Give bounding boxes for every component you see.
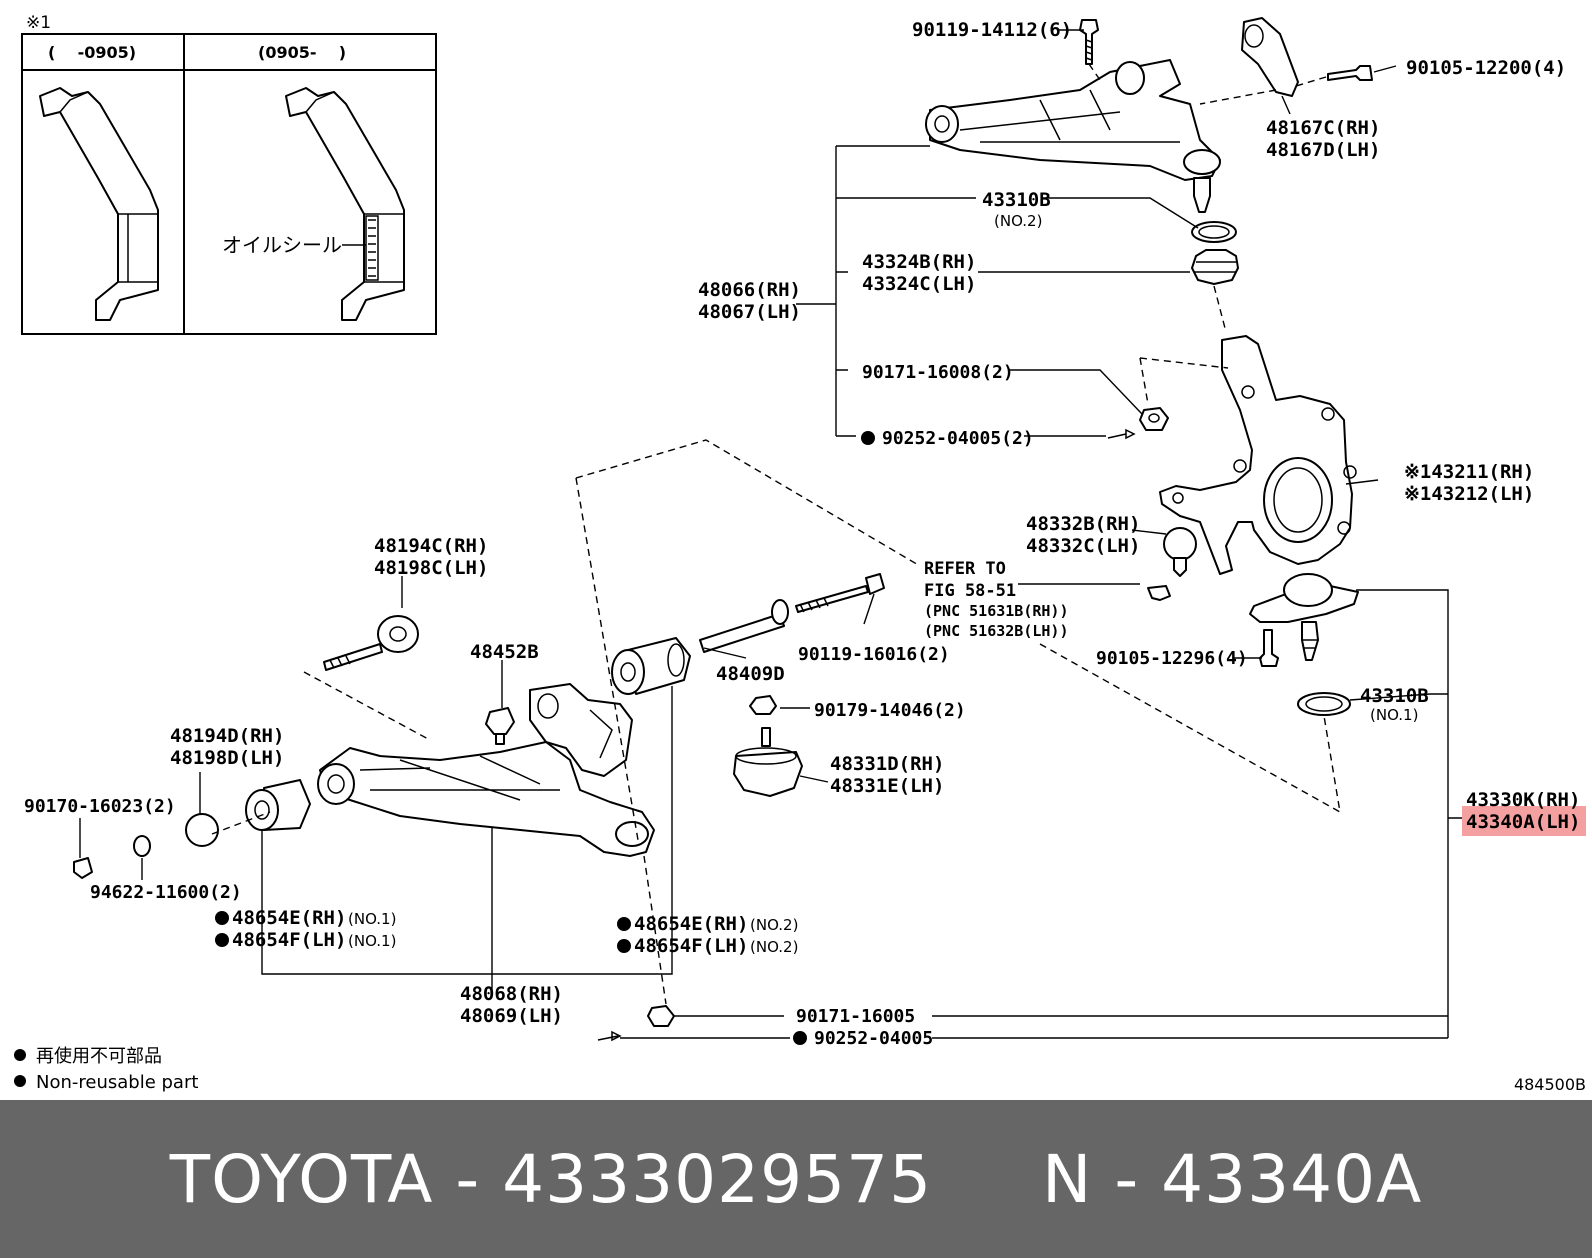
bolt-90105-12200-icon [1327, 65, 1373, 81]
label-48194d[interactable]: 48194D(RH) [170, 725, 284, 747]
label-48654e-no1[interactable]: 48654E(RH) [232, 907, 346, 929]
label-43310b-bot-no: (NO.1) [1370, 706, 1418, 724]
label-48167d[interactable]: 48167D(LH) [1266, 139, 1380, 161]
non-reusable-dot [861, 431, 875, 445]
label-90171-16008[interactable]: 90171-16008(2) [862, 362, 1014, 383]
cotter-pin-bottom-icon [597, 1030, 622, 1042]
bracket-48167c-icon [1241, 17, 1299, 97]
label-48331d[interactable]: 48331D(RH) [830, 753, 944, 775]
non-reusable-dot [215, 933, 229, 947]
label-43324c[interactable]: 43324C(LH) [862, 273, 976, 295]
bushing-no1-icon [245, 779, 311, 831]
label-48067[interactable]: 48067(LH) [698, 301, 801, 323]
cam-bolt-48194c-icon [323, 615, 419, 671]
non-reusable-dot [617, 917, 631, 931]
oil-seal-label: オイルシール [222, 233, 342, 257]
legend-jp: 再使用不可部品 [36, 1046, 162, 1067]
label-48332c[interactable]: 48332C(LH) [1026, 535, 1140, 557]
non-reusable-dot [215, 911, 229, 925]
label-48452b[interactable]: 48452B [470, 641, 539, 663]
refer-line-2[interactable]: FIG 58-51 [924, 581, 1016, 601]
label-no2-b: (NO.2) [750, 938, 798, 956]
label-43310b-top[interactable]: 43310B [982, 189, 1051, 211]
bolt-90105-12296-icon [1259, 629, 1279, 667]
label-43212[interactable]: ※143212(LH) [1404, 483, 1534, 505]
label-48194c[interactable]: 48194C(RH) [374, 535, 488, 557]
label-no1-a: (NO.1) [348, 910, 396, 928]
label-48654f-no1[interactable]: 48654F(LH) [232, 929, 346, 951]
bolt-90119-16016-icon [795, 573, 885, 613]
label-94622-11600[interactable]: 94622-11600(2) [90, 882, 242, 903]
label-48409d[interactable]: 48409D [716, 663, 785, 685]
label-48068[interactable]: 48068(RH) [460, 983, 563, 1005]
refer-line-3: (PNC 51631B(RH)) [924, 602, 1069, 620]
inset-left-header: ( -0905) [48, 43, 136, 62]
refer-line-1[interactable]: REFER TO [924, 559, 1006, 579]
highlight-43340a [1462, 806, 1586, 836]
legend-en: Non-reusable part [36, 1072, 198, 1093]
refer-line-4: (PNC 51632B(LH)) [924, 622, 1069, 640]
label-43340a[interactable]: 43340A(LH) [1466, 811, 1580, 833]
inset-panel: ※1 ( -0905) (0905- ) オイルシール [21, 13, 437, 335]
dust-boot-icon [1191, 249, 1239, 285]
nut-90170-16023-icon [73, 857, 93, 879]
bolt-90119-14112-icon [1079, 19, 1099, 65]
label-90171-16005[interactable]: 90171-16005 [796, 1006, 915, 1027]
nut-90171-16008-icon [1139, 407, 1169, 431]
label-48167c[interactable]: 48167C(RH) [1266, 117, 1380, 139]
cam-plate-48194d-icon [185, 813, 219, 847]
figure-id: 484500B [1514, 1075, 1586, 1094]
non-reusable-dot [793, 1031, 807, 1045]
non-reusable-dot [617, 939, 631, 953]
lower-control-arm-icon [317, 683, 655, 857]
label-90179-14046[interactable]: 90179-14046(2) [814, 700, 966, 721]
label-no1-b: (NO.1) [348, 932, 396, 950]
bump-stop-48331d-icon [733, 727, 803, 797]
washer-94622-icon [133, 835, 151, 857]
label-48198d[interactable]: 48198D(LH) [170, 747, 284, 769]
snap-ring-no2-icon [1191, 221, 1237, 243]
upper-control-arm-icon [925, 59, 1221, 181]
label-43310b-bot[interactable]: 43310B [1360, 685, 1429, 707]
label-48066[interactable]: 48066(RH) [698, 279, 801, 301]
label-48331e[interactable]: 48331E(LH) [830, 775, 944, 797]
parts-diagram: ※1 ( -0905) (0905- ) オイルシール [14, 13, 1586, 1094]
clip-icon [1147, 585, 1171, 601]
label-no2-a: (NO.2) [750, 916, 798, 934]
label-90105-12296[interactable]: 90105-12296(4) [1096, 648, 1248, 669]
label-90119-14112[interactable]: 90119-14112(6) [912, 19, 1072, 41]
inset-knuckle-new-icon [285, 87, 405, 321]
label-90170-16023[interactable]: 90170-16023(2) [24, 796, 176, 817]
label-90105-12200[interactable]: 90105-12200(4) [1406, 57, 1566, 79]
cotter-pin-top-icon [1107, 428, 1136, 440]
label-90252-04005-top[interactable]: 90252-04005(2) [882, 428, 1034, 449]
label-48654f-no2[interactable]: 48654F(LH) [634, 935, 748, 957]
nut-90171-16005-icon [647, 1005, 675, 1027]
bump-stopper-icon [485, 707, 515, 745]
nut-90179-14046-icon [749, 695, 777, 715]
legend: 再使用不可部品 Non-reusable part [14, 1046, 198, 1093]
lower-ball-joint-icon [1249, 573, 1359, 661]
label-43310b-top-no: (NO.2) [994, 212, 1042, 230]
label-43330k[interactable]: 43330K(RH) [1466, 789, 1580, 811]
inset-right-header: (0905- ) [258, 43, 346, 62]
inset-marker: ※1 [26, 13, 51, 33]
label-48198c[interactable]: 48198C(LH) [374, 557, 488, 579]
label-48069[interactable]: 48069(LH) [460, 1005, 563, 1027]
upper-ball-stud-icon [1193, 177, 1211, 213]
bushing-no2-icon [611, 637, 691, 695]
steering-knuckle-icon [1159, 335, 1357, 575]
sleeve-48409d-icon [699, 599, 789, 653]
inset-knuckle-old-icon [39, 87, 159, 321]
label-90119-16016[interactable]: 90119-16016(2) [798, 644, 950, 665]
label-48332b[interactable]: 48332B(RH) [1026, 513, 1140, 535]
label-48654e-no2[interactable]: 48654E(RH) [634, 913, 748, 935]
tie-rod-ball-icon [1163, 527, 1197, 577]
label-43211[interactable]: ※143211(RH) [1404, 461, 1534, 483]
footer-title: TOYOTA - 4333029575 N - 43340A [169, 1140, 1423, 1218]
label-90252-04005-bot[interactable]: 90252-04005 [814, 1028, 933, 1049]
label-43324b[interactable]: 43324B(RH) [862, 251, 976, 273]
footer-bar: TOYOTA - 4333029575 N - 43340A [0, 1100, 1592, 1258]
